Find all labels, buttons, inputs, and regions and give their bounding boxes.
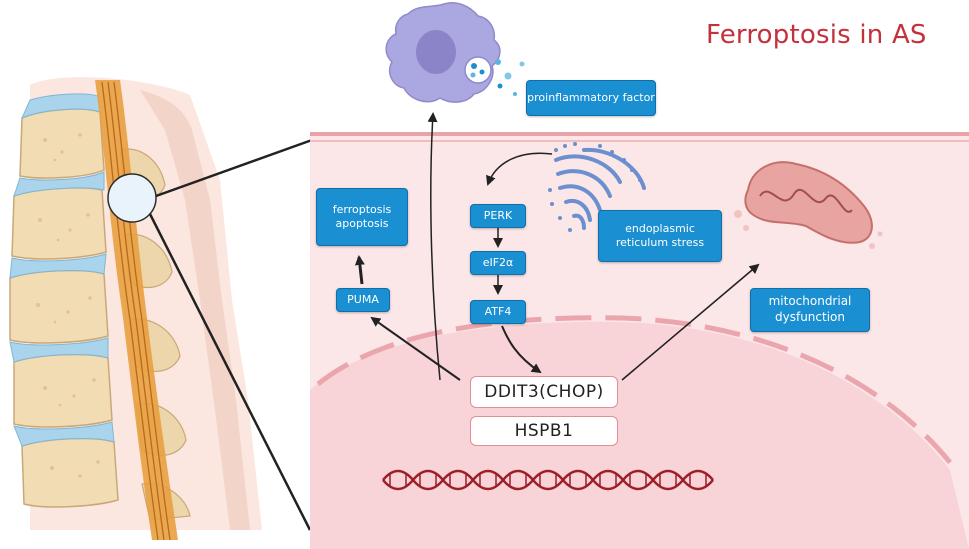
perk-label: PERK: [483, 208, 513, 222]
proinflammatory-factor-label: proinflammatory factor: [527, 90, 655, 104]
mitochondrial-dysfunction-label: mitochondrial dysfunction: [768, 294, 852, 324]
puma-box: PUMA: [336, 288, 390, 312]
cell-panel: [310, 132, 969, 549]
mitochondrial-dysfunction-box: mitochondrial dysfunction: [750, 288, 870, 332]
proinflammatory-factor-box: proinflammatory factor: [526, 80, 656, 116]
er-stress-label: endoplasmic reticulum stress: [615, 221, 705, 249]
pathway-arrows: [354, 112, 760, 381]
er-stress-box: endoplasmic reticulum stress: [598, 210, 722, 262]
spine-illustration: [9, 77, 262, 541]
ddit3-chop-box: DDIT3(CHOP): [470, 376, 618, 408]
perk-box: PERK: [470, 204, 526, 228]
atf4-label: ATF4: [484, 304, 512, 318]
zoom-lines: [148, 138, 313, 531]
eif2a-box: eIF2α: [470, 251, 526, 275]
ferroptosis-apoptosis-label: ferroptosis apoptosis: [332, 202, 392, 230]
mitochondrion-icon: [734, 161, 883, 249]
diagram-title: Ferroptosis in AS: [706, 20, 927, 50]
atf4-box: ATF4: [470, 300, 526, 324]
puma-label: PUMA: [347, 292, 379, 306]
eif2a-label: eIF2α: [482, 255, 514, 269]
ferroptosis-apoptosis-box: ferroptosis apoptosis: [316, 188, 408, 246]
dna-helix-icon: [382, 469, 714, 491]
hspb1-box: HSPB1: [470, 416, 618, 446]
macrophage-icon: [385, 2, 525, 103]
endoplasmic-reticulum-icon: [548, 142, 646, 232]
